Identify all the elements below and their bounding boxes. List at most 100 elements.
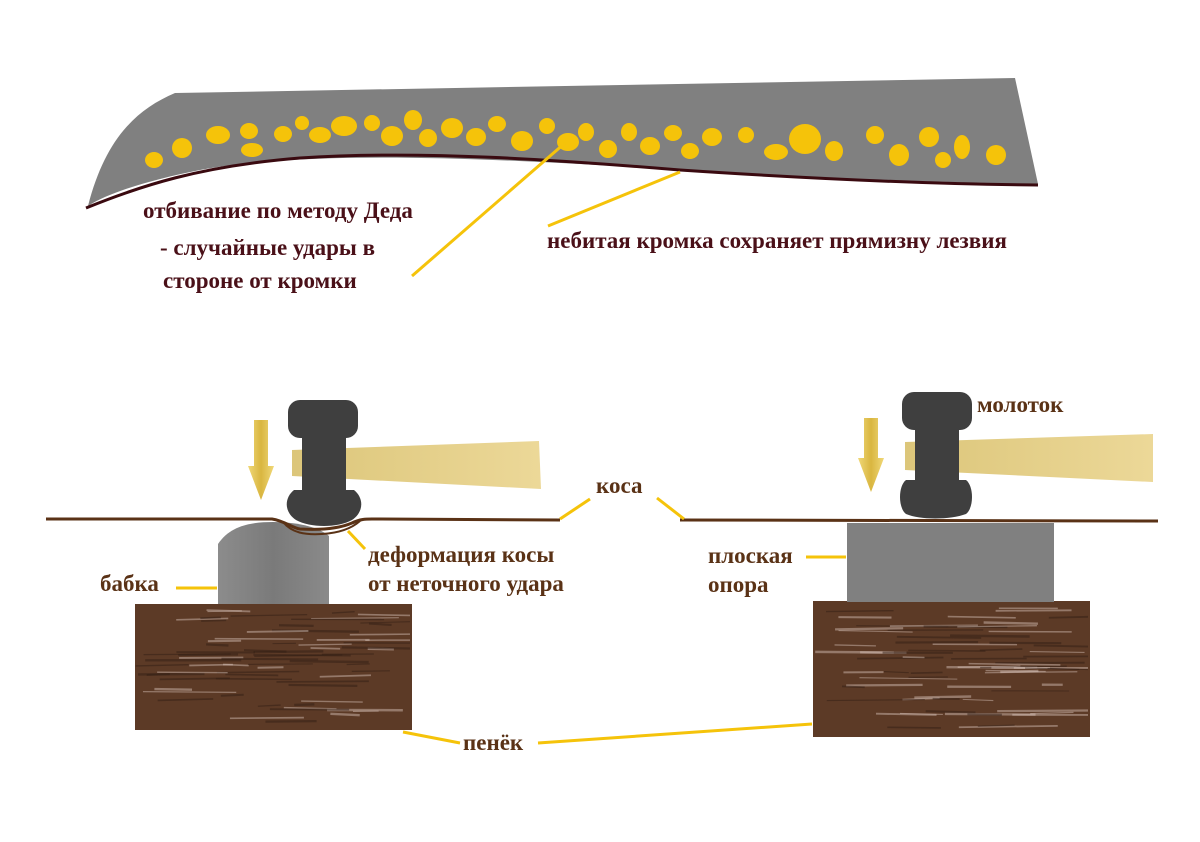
wood-grain xyxy=(1048,615,1089,619)
wood-grain xyxy=(216,670,300,674)
wood-grain xyxy=(331,610,355,614)
wood-grain xyxy=(271,629,359,633)
bottom-leader-lines xyxy=(176,496,846,745)
scythe-strip-left xyxy=(46,517,561,531)
wood-grain xyxy=(1033,644,1089,648)
wood-grain xyxy=(957,625,1037,628)
wood-grain xyxy=(815,650,894,654)
left-scene xyxy=(46,400,561,730)
hit-marks xyxy=(145,110,1006,168)
wood-grain xyxy=(138,672,205,676)
hit-mark xyxy=(935,152,951,168)
wood-grain xyxy=(857,656,944,660)
hammer-head-top-right xyxy=(902,392,972,430)
flat-support-label-line1: плоская xyxy=(708,543,793,568)
wood-grain xyxy=(310,647,341,650)
wood-grain xyxy=(157,698,214,702)
hit-mark xyxy=(381,126,403,146)
hammer-head-top-left xyxy=(288,400,358,438)
wood-grain xyxy=(206,643,229,647)
leader-random-hits xyxy=(411,141,566,278)
scythe-label: коса xyxy=(596,473,643,498)
wood-grain xyxy=(908,649,986,652)
hammer-handle-left xyxy=(292,441,541,489)
stump-right xyxy=(813,601,1090,737)
hit-mark xyxy=(511,131,533,151)
wood-grain xyxy=(950,634,1030,638)
wood-grain xyxy=(958,725,1058,729)
hammer-label: молоток xyxy=(977,392,1064,417)
hit-mark xyxy=(738,127,754,143)
hit-mark xyxy=(466,128,486,146)
hit-mark xyxy=(331,116,357,136)
wood-grain xyxy=(221,657,319,661)
wood-grain xyxy=(298,643,352,646)
wood-grain xyxy=(223,663,249,667)
wood-grain xyxy=(887,726,941,729)
wood-grain xyxy=(225,673,279,677)
leader-scythe-right xyxy=(656,496,685,521)
hit-mark xyxy=(295,116,309,130)
hit-mark xyxy=(825,141,843,161)
method-title: отбивание по методу Деда xyxy=(143,198,413,223)
wood-grain xyxy=(883,670,909,674)
wood-grain xyxy=(200,616,221,620)
leader-stump-right xyxy=(537,722,813,745)
wood-grain xyxy=(826,698,925,702)
hit-mark xyxy=(986,145,1006,165)
wood-grain xyxy=(834,644,876,647)
hit-mark xyxy=(889,144,909,166)
wood-grain xyxy=(368,622,392,627)
right-scene xyxy=(679,392,1159,737)
hit-mark xyxy=(419,129,437,147)
wood-grain xyxy=(984,671,1078,674)
wood-grain xyxy=(265,720,317,723)
wood-grain xyxy=(1030,711,1074,715)
deformation-dent xyxy=(282,520,361,536)
wood-grain xyxy=(346,663,370,666)
wood-grain xyxy=(875,712,937,716)
wood-grain xyxy=(985,669,1046,673)
hammer-face-right xyxy=(900,480,972,519)
wood-grain xyxy=(1029,651,1085,653)
leader-deformation xyxy=(346,529,367,551)
hit-mark xyxy=(309,127,331,143)
hit-mark xyxy=(404,110,422,130)
wood-grain xyxy=(968,662,1061,666)
wood-grain xyxy=(143,653,231,656)
wood-grain xyxy=(319,674,371,678)
hit-mark xyxy=(664,125,682,141)
wood-grain xyxy=(246,630,309,633)
hit-mark xyxy=(241,143,263,157)
hammer-neck-left xyxy=(302,430,346,492)
hammer-left xyxy=(286,400,541,526)
scythe-strip-right xyxy=(679,518,1159,523)
hit-mark xyxy=(789,124,821,154)
wood-grain xyxy=(341,646,411,650)
wood-grain xyxy=(135,664,189,667)
leader-edge xyxy=(547,170,681,228)
wood-grain xyxy=(330,712,360,717)
wood-grain xyxy=(859,677,958,680)
deformation-label-line2: от неточного удара xyxy=(368,571,564,596)
wood-grain xyxy=(983,621,1038,625)
leader-scythe-left xyxy=(559,497,591,521)
wood-grain xyxy=(360,621,411,624)
hit-mark xyxy=(640,137,660,155)
stump-left xyxy=(135,604,412,730)
wood-grain xyxy=(229,716,304,720)
wood-grain xyxy=(357,613,411,617)
wood-grain xyxy=(257,704,281,707)
wood-grain xyxy=(947,615,1016,619)
wood-grain xyxy=(142,690,237,693)
wood-grain xyxy=(311,617,399,620)
hit-mark xyxy=(539,118,555,134)
wood-grain xyxy=(835,627,904,631)
random-hits-label-line2: стороне от кромки xyxy=(163,268,357,293)
wood-grain xyxy=(201,619,227,622)
leader-stump-left xyxy=(402,730,461,745)
hit-mark xyxy=(702,128,722,146)
wood-grain xyxy=(977,724,1015,727)
